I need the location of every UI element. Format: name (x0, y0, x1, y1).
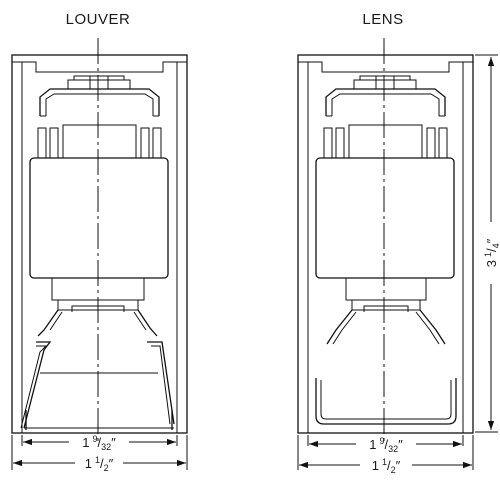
louver-blades (20, 341, 175, 430)
lens-dimensions (297, 54, 498, 470)
lens-height-label: 31/4″ (483, 238, 500, 267)
lens-spring-clips (326, 305, 446, 345)
lens-bracket (325, 75, 446, 117)
louver-bracket (39, 75, 160, 117)
lens-title: LENS (362, 11, 403, 28)
louver-socket-tabs (37, 124, 162, 161)
louver-housing-outline (11, 54, 188, 434)
louver-title: LOUVER (66, 11, 131, 28)
louver-lamp-body (29, 157, 169, 311)
lens-housing-outline (297, 54, 474, 434)
lens-diffuser (315, 378, 457, 425)
louver-view: LOUVER (11, 11, 188, 473)
louver-housing (11, 54, 188, 434)
lens-housing (297, 54, 474, 434)
lens-socket-tabs (323, 124, 448, 161)
louver-dimensions (11, 435, 188, 470)
lens-lamp-body (315, 157, 455, 311)
lens-view: LENS (297, 11, 500, 475)
